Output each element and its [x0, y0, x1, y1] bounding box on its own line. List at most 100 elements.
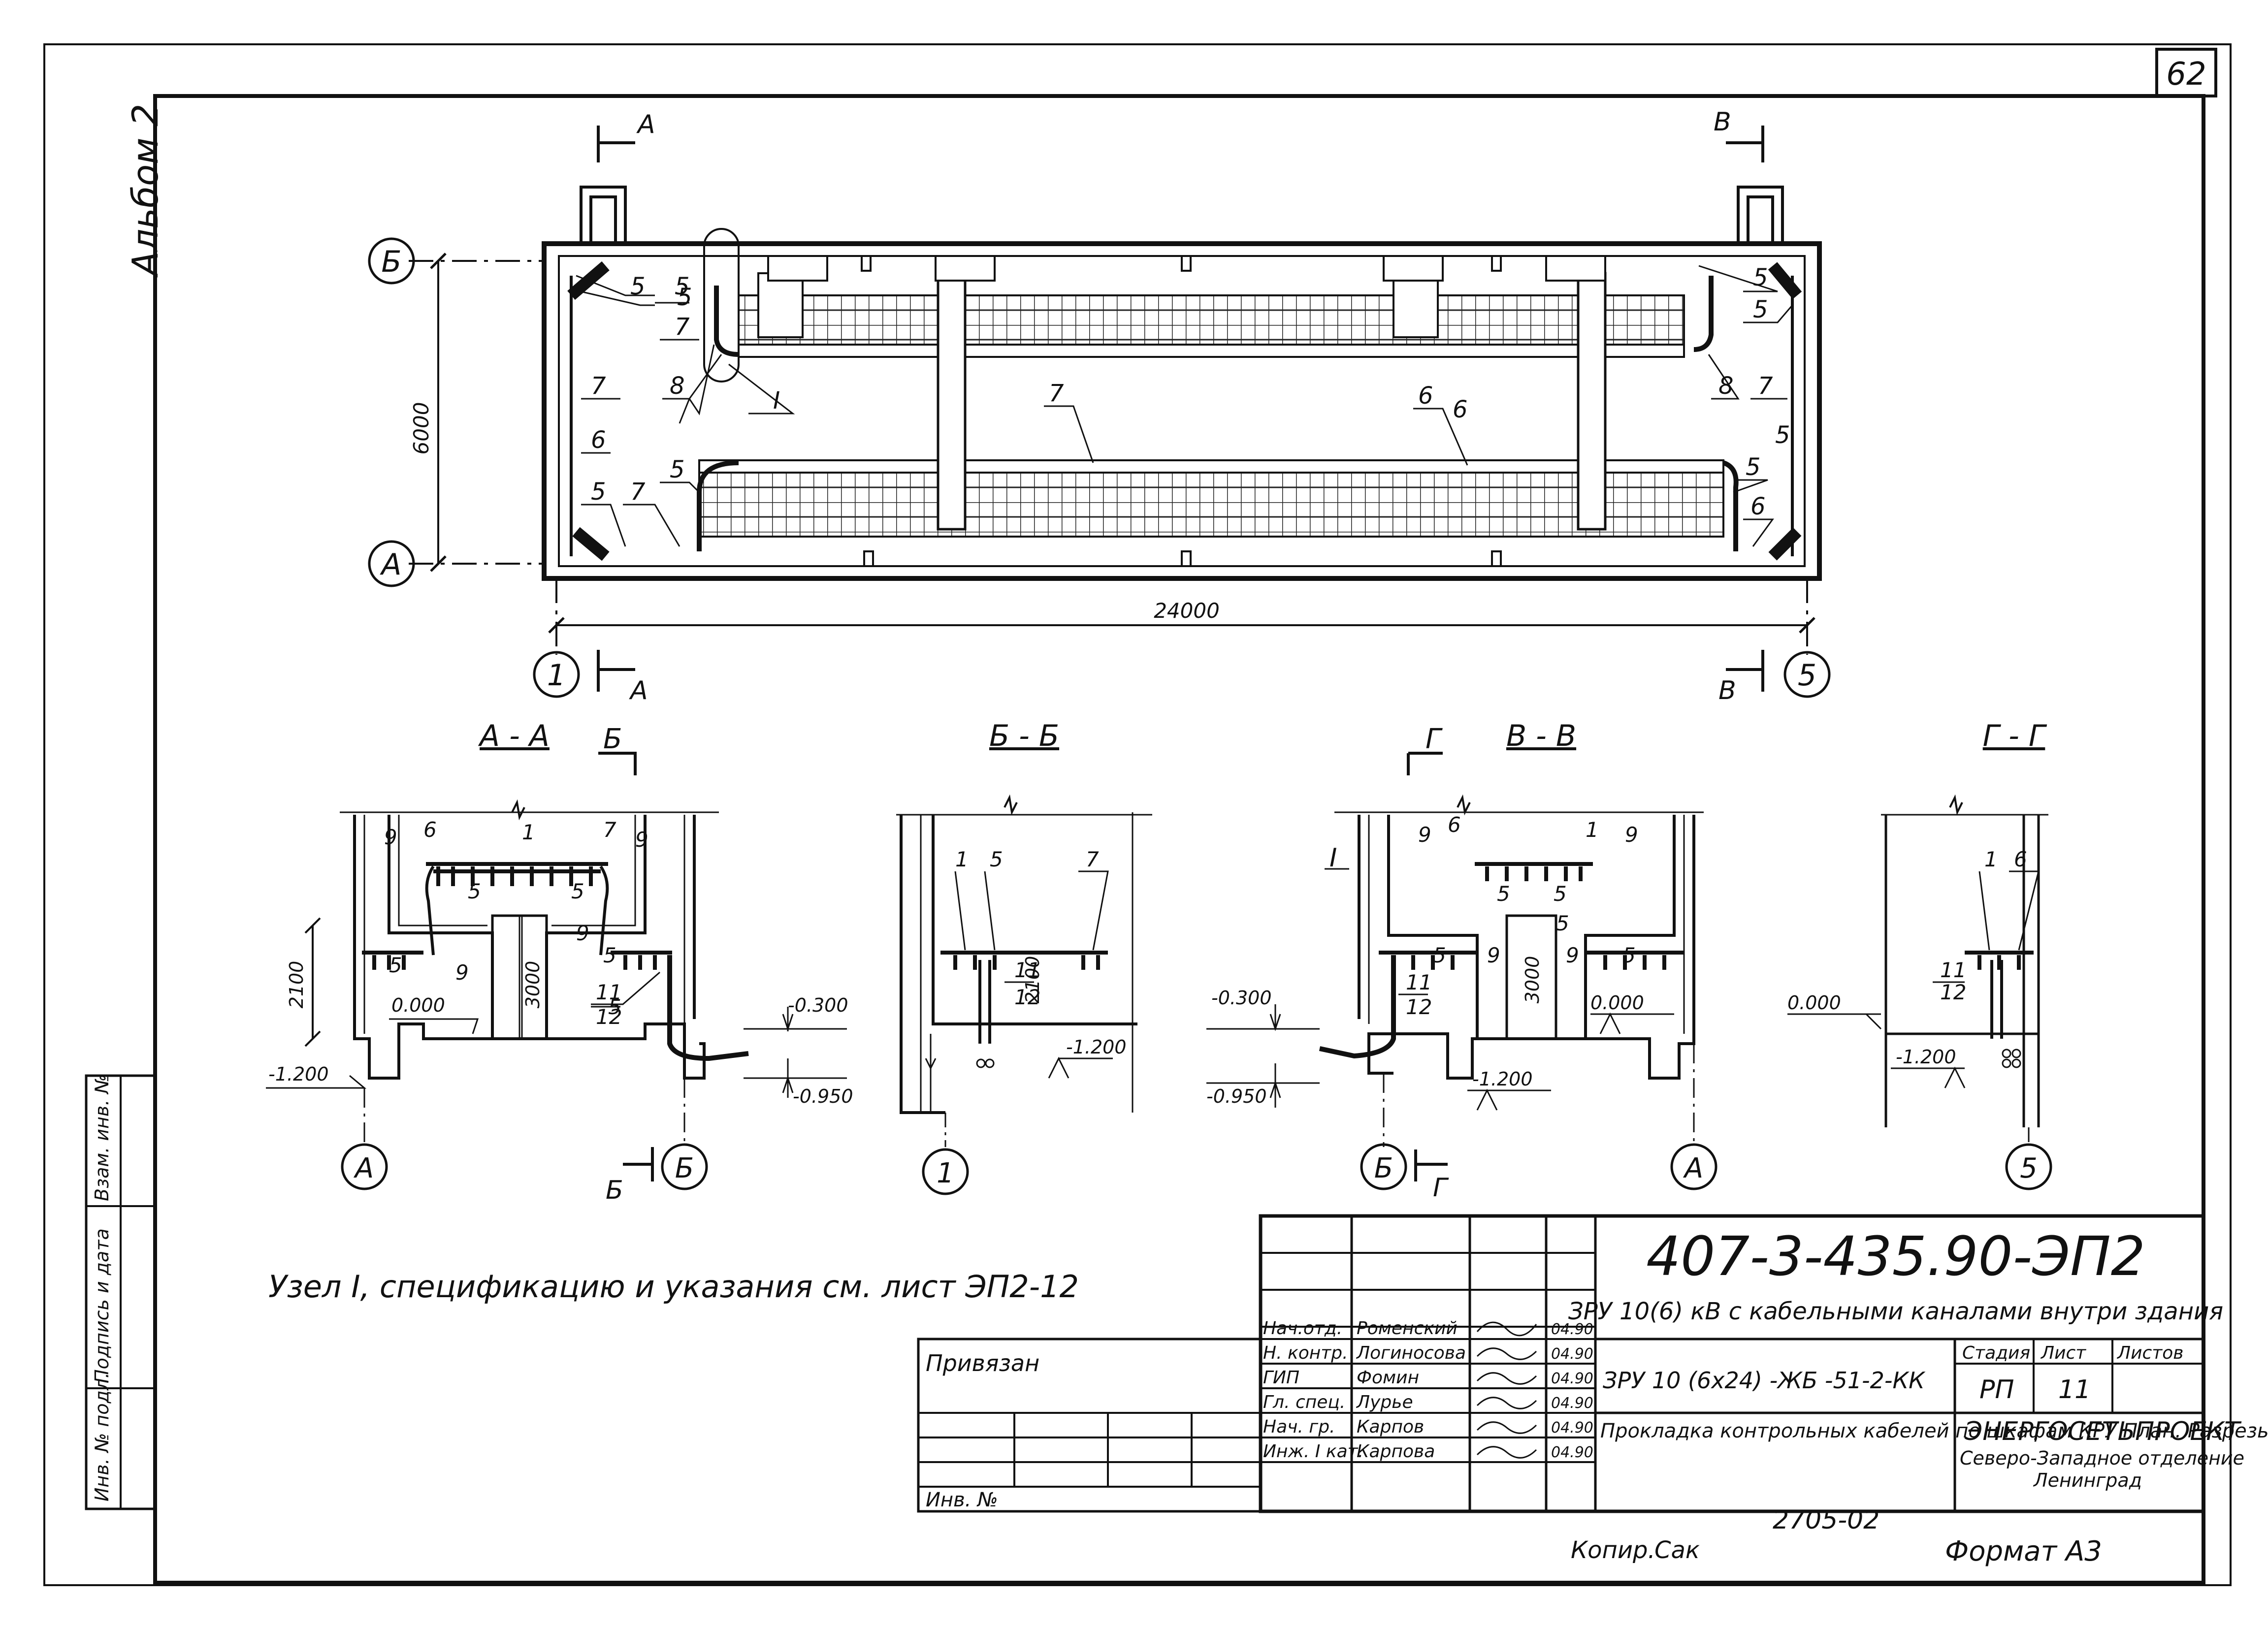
- dim-label: 2100: [1022, 956, 1043, 1004]
- callout: 6: [2014, 847, 2027, 871]
- section-title: А - А: [478, 719, 550, 753]
- axis-label: А: [379, 547, 401, 582]
- level-label: -1.200: [268, 1063, 329, 1085]
- callout: 9: [1418, 823, 1431, 847]
- axis-label: 1: [547, 658, 566, 693]
- callout: 9: [576, 921, 589, 945]
- staff-date: 04.90: [1551, 1370, 1593, 1387]
- callout: 5: [677, 284, 692, 311]
- level-label: -0.300: [1211, 987, 1272, 1009]
- cut-label: Б: [606, 1176, 623, 1205]
- callout: 8: [670, 372, 685, 400]
- callout: 6: [591, 426, 606, 454]
- outer-trim-border: [43, 43, 2232, 1586]
- staff-role: Н. контр.: [1263, 1343, 1348, 1363]
- callout: 5: [1556, 911, 1569, 935]
- callout: 1: [1984, 847, 1998, 871]
- upper-channel: [738, 344, 1685, 358]
- plan-niche: [1393, 272, 1439, 338]
- stamp-cell: Инв. № подл.: [91, 1373, 113, 1501]
- level-label: -1.200: [1472, 1068, 1533, 1090]
- section-a-a: А - А Б 2100 3000 0.000 -1.200 -0.300 -0…: [266, 719, 853, 1205]
- callout: 5: [1622, 943, 1636, 967]
- section-title: Г - Г: [1983, 719, 2047, 753]
- level-label: -0.300: [788, 994, 848, 1016]
- level-label: -0.950: [793, 1085, 853, 1107]
- signature: [1476, 1446, 1537, 1459]
- callout: 9: [455, 960, 469, 985]
- node-highlight: [703, 228, 740, 383]
- sheet-number: 11: [2058, 1375, 2091, 1405]
- floor-plan: [542, 186, 1822, 581]
- plan-axes: Б А 1 5 24000 6000: [368, 237, 1831, 698]
- callout: 9: [635, 828, 648, 852]
- plan-column: [937, 272, 967, 531]
- cut-label-a: А: [636, 110, 655, 139]
- signature: [1476, 1397, 1537, 1409]
- vestibule-left: [580, 186, 627, 244]
- dim-label: 3000: [1522, 956, 1543, 1004]
- callout: 6: [1453, 396, 1468, 423]
- callout: 5: [990, 847, 1003, 871]
- axis-label: А: [354, 1152, 374, 1184]
- axis-marker: [1360, 1143, 1407, 1190]
- callout: 6: [1448, 813, 1461, 837]
- staff-date: 04.90: [1551, 1345, 1593, 1363]
- axis-marker: [2005, 1143, 2052, 1190]
- callout: 7: [630, 478, 646, 506]
- callout: 9: [1566, 943, 1579, 967]
- axis-marker: [1670, 1143, 1717, 1190]
- callout: 11: [1940, 958, 1966, 982]
- callout: 12: [596, 1005, 622, 1029]
- stamp-cell: Подпись и дата: [91, 1228, 113, 1383]
- plan-callouts: 5 5 7 5 7 8 I 7 6 5 6 5 7 6 5 5 8 7 5 5 …: [576, 264, 1793, 547]
- cut-label-a: А: [629, 676, 648, 705]
- axis-marker: [661, 1143, 708, 1190]
- stamp-cell: Взам. инв. №: [91, 1074, 113, 1201]
- callout: 1: [522, 820, 535, 844]
- callout: 7: [1086, 847, 1099, 871]
- staff-name: Карпов: [1357, 1417, 1424, 1437]
- callout: 5: [630, 273, 646, 300]
- section-v-v: В - В Г I 3000 -0.300 -0.950 0.000 -1.20…: [1206, 719, 1717, 1203]
- project-title: ЗРУ 10(6) кВ с кабельными каналами внутр…: [1568, 1298, 2223, 1325]
- callout: 5: [1497, 882, 1510, 906]
- cut-label: Б: [603, 723, 622, 755]
- callout: 7: [591, 372, 606, 400]
- page-number-box: [2155, 48, 2217, 97]
- callout: 1: [955, 847, 969, 871]
- organization: ЭНЕРГОСЕТЬПРОЕКТ: [1964, 1417, 2242, 1446]
- staff-role: Гл. спец.: [1263, 1392, 1345, 1412]
- copy-signature: Сак: [1654, 1536, 1700, 1564]
- axis-label: Б: [381, 245, 401, 279]
- stage-header: Стадия: [1962, 1343, 2030, 1363]
- signature: [1476, 1347, 1537, 1360]
- axis-label: 1: [937, 1157, 954, 1189]
- dim-width: 24000: [1154, 599, 1220, 623]
- lower-rack-row: [698, 472, 1724, 538]
- callout: 8: [1718, 372, 1734, 400]
- staff-date: 04.90: [1551, 1321, 1593, 1338]
- axis-label: 5: [2020, 1152, 2038, 1184]
- section-b-b: Б - Б 2100 -1.200 1 1 5 7 11 12: [896, 719, 1152, 1195]
- section-title: Б - Б: [989, 719, 1059, 753]
- axis-label: А: [1683, 1152, 1703, 1184]
- dim-label: 2100: [286, 961, 307, 1009]
- staff-role: Нач. гр.: [1263, 1417, 1335, 1437]
- sheet-title: Прокладка контрольных кабелей по шкафам …: [1600, 1420, 2268, 1442]
- staff-role: ГИП: [1263, 1368, 1299, 1388]
- side-stamp: Инв. № подл. Подпись и дата Взам. инв. №: [85, 1074, 157, 1510]
- cut-marks: А А В В: [597, 107, 1764, 705]
- bound-label: Привязан: [926, 1350, 1039, 1376]
- callout: 12: [1014, 985, 1040, 1009]
- copy-label: Копир.: [1571, 1536, 1655, 1564]
- staff-role: Инж. I кат.: [1263, 1441, 1363, 1462]
- callout: 5: [1775, 421, 1790, 449]
- stage-value: РП: [1979, 1375, 2014, 1405]
- callout: 6: [1750, 493, 1766, 520]
- signature: [1476, 1372, 1537, 1385]
- album-label: Альбом 2: [125, 104, 166, 278]
- axis-marker: [368, 540, 415, 587]
- plan-niche: [757, 272, 804, 338]
- callout: 7: [1049, 380, 1064, 407]
